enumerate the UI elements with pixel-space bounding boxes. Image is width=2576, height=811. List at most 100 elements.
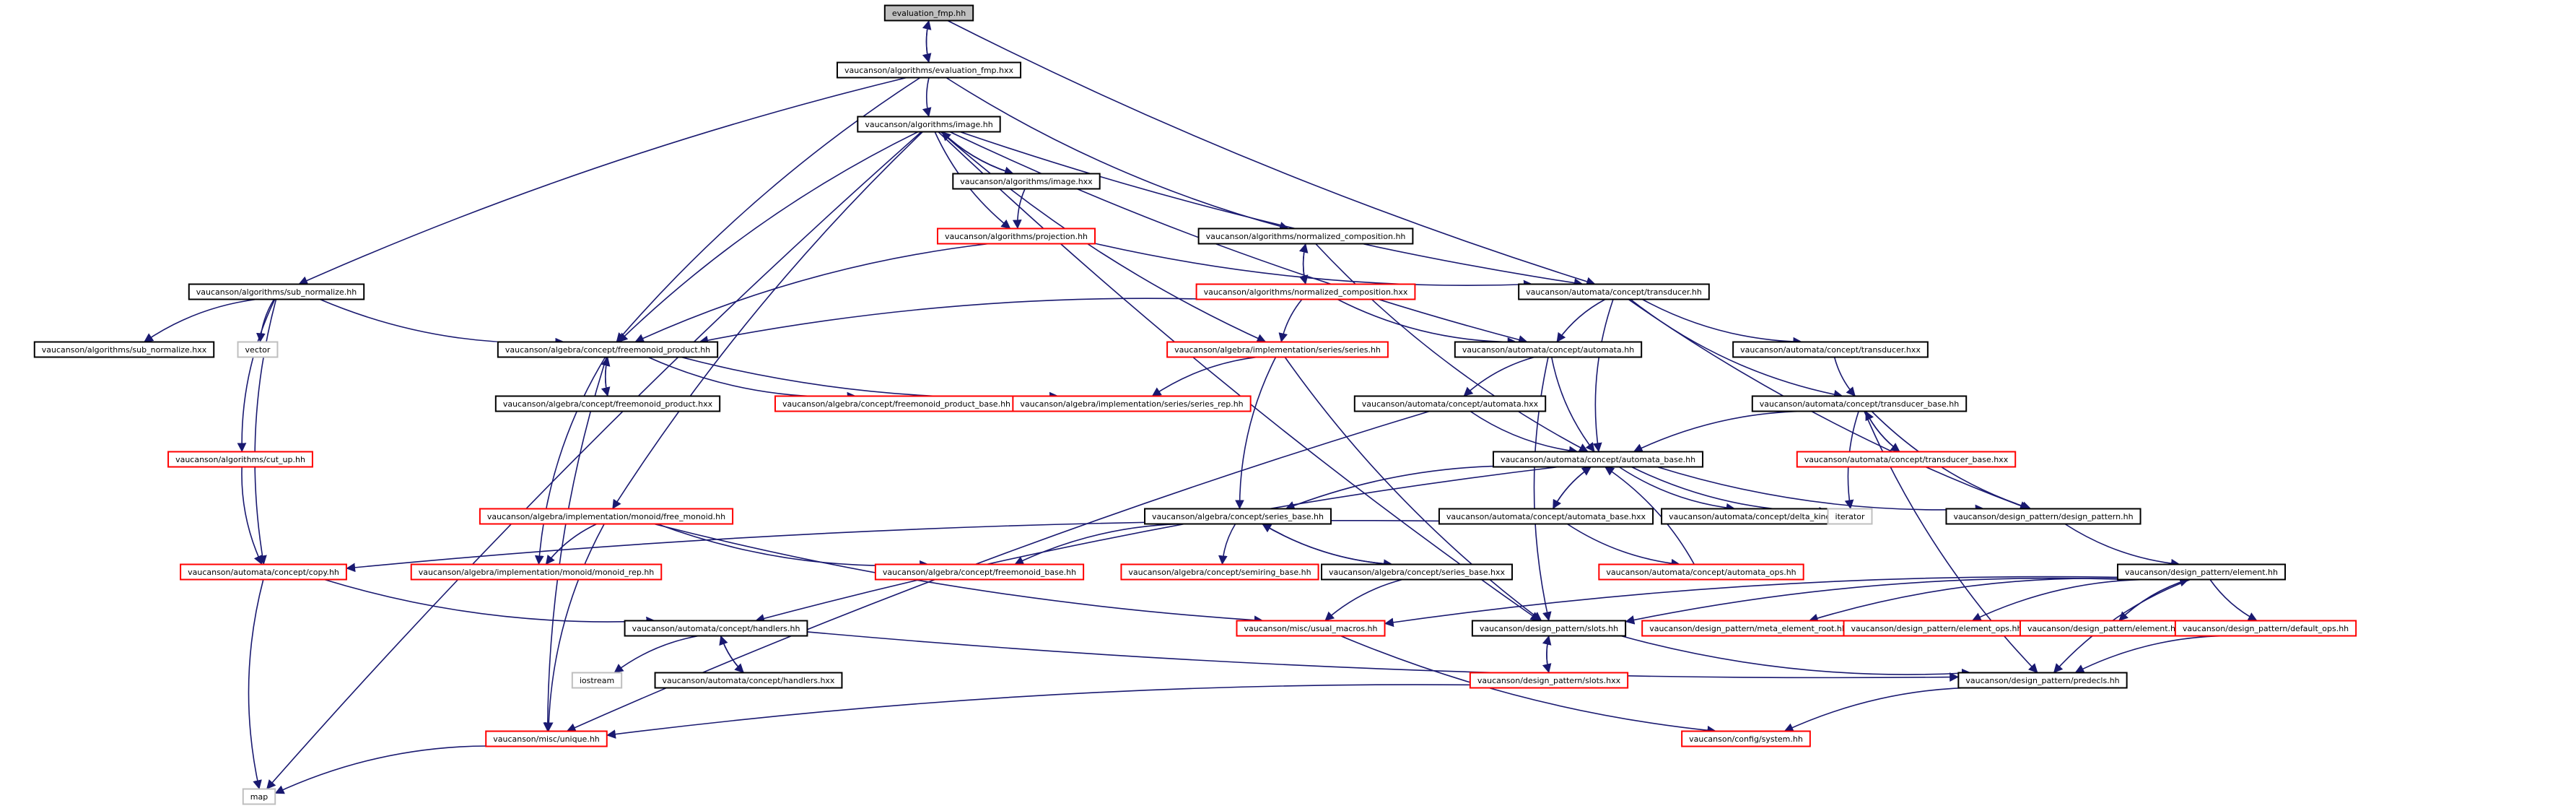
dependency-edge <box>1633 410 1824 453</box>
node-box <box>624 620 808 637</box>
node-box <box>2174 620 2357 637</box>
node-label: vaucanson/automata/concept/automata.hh <box>1462 345 1634 355</box>
node-label: vaucanson/algorithms/projection.hh <box>945 232 1088 241</box>
dependency-edge <box>1556 298 1606 343</box>
node-vaucanson-algebra-implementation-series-series-rep-hh[interactable]: vaucanson/algebra/implementation/series/… <box>1012 395 1252 412</box>
dependency-edge <box>807 631 1959 682</box>
node-box <box>494 395 721 412</box>
node-vaucanson-design-pattern-element-ops-hh[interactable]: vaucanson/design_pattern/element_ops.hh <box>1843 620 2030 637</box>
dependency-edge <box>1865 410 1900 453</box>
node-vaucanson-design-pattern-element-hxx[interactable]: vaucanson/design_pattern/element.hxx <box>2019 620 2193 637</box>
node-vaucanson-design-pattern-element-hh[interactable]: vaucanson/design_pattern/element.hh <box>2116 563 2287 581</box>
node-vaucanson-algebra-implementation-monoid-monoid-rep-hh[interactable]: vaucanson/algebra/implementation/monoid/… <box>410 563 663 581</box>
dependency-edge <box>606 684 1470 739</box>
node-label: vaucanson/config/system.hh <box>1689 734 1803 744</box>
node-label: vaucanson/misc/usual_macros.hh <box>1244 624 1377 633</box>
dependency-edge <box>1218 524 1236 565</box>
node-vaucanson-automata-concept-transducer-hh[interactable]: vaucanson/automata/concept/transducer.hh <box>1518 283 1710 300</box>
node-vaucanson-automata-concept-copy-hh[interactable]: vaucanson/automata/concept/copy.hh <box>180 563 347 581</box>
dependency-edge <box>1284 357 1542 622</box>
node-label: vaucanson/algebra/concept/freemonoid_pro… <box>505 345 710 355</box>
dependency-edge <box>1324 578 1403 622</box>
node-vaucanson-algebra-concept-freemonoid-product-base-hh[interactable]: vaucanson/algebra/concept/freemonoid_pro… <box>774 395 1019 412</box>
node-vaucanson-algorithms-image-hxx[interactable]: vaucanson/algorithms/image.hxx <box>952 173 1101 190</box>
node-vaucanson-config-system-hh[interactable]: vaucanson/config/system.hh <box>1681 730 1811 747</box>
dependency-edge <box>922 19 932 63</box>
dependency-edge <box>1550 357 1595 453</box>
dependency-edge <box>2053 578 2191 674</box>
dependency-edge <box>346 519 1439 573</box>
node-vaucanson-algorithms-sub-normalize-hh[interactable]: vaucanson/algorithms/sub_normalize.hh <box>188 283 365 300</box>
node-vaucanson-automata-concept-transducer-hxx[interactable]: vaucanson/automata/concept/transducer.hx… <box>1732 341 1929 358</box>
node-vaucanson-algebra-implementation-monoid-free-monoid-hh[interactable]: vaucanson/algebra/implementation/monoid/… <box>479 508 734 525</box>
node-box <box>242 788 276 805</box>
node-vaucanson-algorithms-normalized-composition-hh[interactable]: vaucanson/algorithms/normalized_composit… <box>1197 227 1414 245</box>
node-label: vaucanson/algorithms/normalized_composit… <box>1206 232 1406 241</box>
node-vaucanson-automata-concept-transducer-base-hxx[interactable]: vaucanson/automata/concept/transducer_ba… <box>1796 451 2017 468</box>
node-vaucanson-algebra-concept-series-base-hh[interactable]: vaucanson/algebra/concept/series_base.hh <box>1144 508 1332 525</box>
node-evaluation-fmp-hh[interactable]: evaluation_fmp.hh <box>883 4 974 22</box>
node-vaucanson-automata-concept-automata-hxx[interactable]: vaucanson/automata/concept/automata.hxx <box>1353 395 1547 412</box>
dependency-edge <box>1656 466 1985 514</box>
dependency-edge <box>1151 356 1257 397</box>
node-box <box>479 508 734 525</box>
node-vaucanson-algorithms-normalized-composition-hxx[interactable]: vaucanson/algorithms/normalized_composit… <box>1195 283 1416 300</box>
node-vaucanson-design-pattern-predecls-hh[interactable]: vaucanson/design_pattern/predecls.hh <box>1957 672 2128 689</box>
node-vaucanson-automata-concept-transducer-base-hh[interactable]: vaucanson/automata/concept/transducer_ba… <box>1751 395 1968 412</box>
dependency-edge <box>534 357 606 565</box>
node-vaucanson-automata-concept-handlers-hh[interactable]: vaucanson/automata/concept/handlers.hh <box>624 620 808 637</box>
node-vaucanson-automata-concept-handlers-hxx[interactable]: vaucanson/automata/concept/handlers.hxx <box>654 672 843 689</box>
node-label: vaucanson/algorithms/sub_normalize.hxx <box>42 345 207 355</box>
dependency-edge <box>1012 188 1026 230</box>
node-vaucanson-algebra-concept-freemonoid-product-hxx[interactable]: vaucanson/algebra/concept/freemonoid_pro… <box>494 395 721 412</box>
node-vaucanson-design-pattern-slots-hh[interactable]: vaucanson/design_pattern/slots.hh <box>1471 620 1627 637</box>
node-vaucanson-algebra-concept-series-base-hxx[interactable]: vaucanson/algebra/concept/series_base.hx… <box>1321 563 1513 581</box>
node-vaucanson-algorithms-sub-normalize-hxx[interactable]: vaucanson/algorithms/sub_normalize.hxx <box>33 341 215 358</box>
node-vaucanson-algorithms-projection-hh[interactable]: vaucanson/algorithms/projection.hh <box>936 227 1096 245</box>
node-vaucanson-automata-concept-automata-hh[interactable]: vaucanson/automata/concept/automata.hh <box>1454 341 1643 358</box>
node-vaucanson-algorithms-image-hh[interactable]: vaucanson/algorithms/image.hh <box>857 116 1001 133</box>
node-vaucanson-automata-concept-delta-kind-hh[interactable]: vaucanson/automata/concept/delta_kind.hh <box>1661 508 1851 525</box>
node-vaucanson-algorithms-evaluation-fmp-hxx[interactable]: vaucanson/algorithms/evaluation_fmp.hxx <box>836 61 1022 79</box>
node-label: vaucanson/algorithms/image.hxx <box>960 177 1093 186</box>
node-label: evaluation_fmp.hh <box>892 9 966 18</box>
node-label: vaucanson/design_pattern/default_ops.hh <box>2183 624 2349 633</box>
node-label: vaucanson/automata/concept/copy.hh <box>188 568 339 577</box>
node-vaucanson-algebra-concept-semiring-base-hh[interactable]: vaucanson/algebra/concept/semiring_base.… <box>1120 563 1319 581</box>
node-box <box>1195 283 1416 300</box>
node-vaucanson-design-pattern-slots-hxx[interactable]: vaucanson/design_pattern/slots.hxx <box>1469 672 1629 689</box>
node-vaucanson-automata-concept-automata-ops-hh[interactable]: vaucanson/automata/concept/automata_ops.… <box>1598 563 1804 581</box>
dependency-edge <box>1337 298 1517 347</box>
node-label: vaucanson/algorithms/cut_up.hh <box>175 455 305 464</box>
node-vaucanson-misc-usual-macros-hh[interactable]: vaucanson/misc/usual_macros.hh <box>1236 620 1386 637</box>
node-vaucanson-misc-unique-hh[interactable]: vaucanson/misc/unique.hh <box>485 730 608 747</box>
node-vaucanson-design-pattern-design-pattern-hh[interactable]: vaucanson/design_pattern/design_pattern.… <box>1945 508 2141 525</box>
dependency-edge <box>1463 356 1535 397</box>
dependency-edge <box>1864 411 2038 674</box>
node-vaucanson-algebra-concept-freemonoid-base-hh[interactable]: vaucanson/algebra/concept/freemonoid_bas… <box>874 563 1085 581</box>
node-box <box>883 4 974 22</box>
node-vaucanson-algorithms-cut-up-hh[interactable]: vaucanson/algorithms/cut_up.hh <box>167 451 313 468</box>
node-label: vaucanson/design_pattern/element_ops.hh <box>1851 624 2022 633</box>
dependency-edge <box>2209 579 2258 622</box>
node-label: vaucanson/algebra/concept/freemonoid_pro… <box>503 399 713 409</box>
dependency-edge <box>1235 357 1277 510</box>
node-vaucanson-automata-concept-automata-base-hxx[interactable]: vaucanson/automata/concept/automata_base… <box>1438 508 1654 525</box>
node-vaucanson-design-pattern-meta-element-root-hh[interactable]: vaucanson/design_pattern/meta_element_ro… <box>1641 620 1855 637</box>
node-vaucanson-algebra-concept-freemonoid-product-hh[interactable]: vaucanson/algebra/concept/freemonoid_pro… <box>497 341 719 358</box>
node-iterator: iterator <box>1827 508 1873 525</box>
node-box <box>874 563 1085 581</box>
dependency-edge <box>1298 243 1309 285</box>
node-vaucanson-design-pattern-default-ops-hh[interactable]: vaucanson/design_pattern/default_ops.hh <box>2174 620 2357 637</box>
dependency-edge <box>1262 523 1393 569</box>
dependency-edge <box>1808 578 2141 623</box>
node-label: vaucanson/algebra/implementation/series/… <box>1020 399 1243 409</box>
node-label: vaucanson/design_pattern/predecls.hh <box>1965 676 2119 685</box>
node-vaucanson-automata-concept-automata-base-hh[interactable]: vaucanson/automata/concept/automata_base… <box>1492 451 1704 468</box>
node-label: vaucanson/design_pattern/slots.hh <box>1480 624 1618 633</box>
dependency-edge <box>941 131 1014 175</box>
node-box <box>1681 730 1811 747</box>
node-vaucanson-algebra-implementation-series-series-hh[interactable]: vaucanson/algebra/implementation/series/… <box>1166 341 1389 358</box>
dependency-edge <box>634 243 990 343</box>
node-label: vaucanson/algebra/concept/series_base.hh <box>1152 512 1324 521</box>
